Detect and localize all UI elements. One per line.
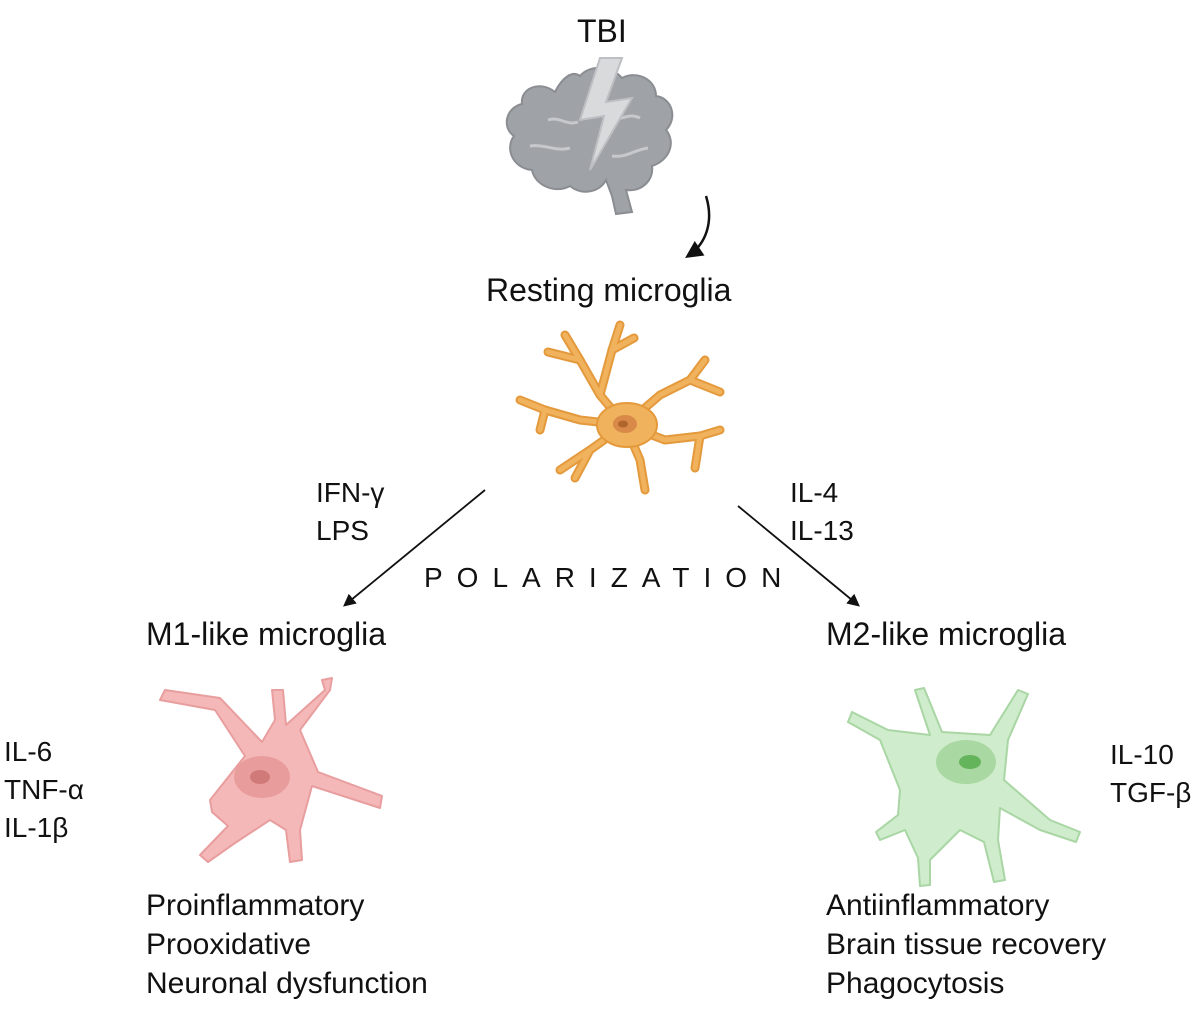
m1-label: M1-like microglia [146, 616, 387, 652]
m2-inducers: IL-4 IL-13 [790, 474, 854, 550]
m1-effect: Neuronal dysfunction [146, 967, 428, 1000]
m1-cytokine: TNF-α [4, 774, 84, 805]
m1-effect: Prooxidative [146, 928, 312, 961]
m2-effect: Antiinflammatory [826, 889, 1050, 922]
m1-effects: Proinflammatory Prooxidative Neuronal dy… [146, 886, 428, 1003]
arrow-to-m2 [737, 505, 860, 607]
trigger-label: TBI [577, 13, 627, 49]
m1-cytokines: IL-6 TNF-α IL-1β [4, 733, 84, 847]
m1-inducers: IFN-γ LPS [316, 474, 384, 550]
m1-microglia-cell-icon [159, 677, 383, 863]
m2-cytokines: IL-10 TGF-β [1110, 736, 1191, 812]
m2-effect: Phagocytosis [826, 967, 1005, 1000]
m1-inducer: IFN-γ [316, 477, 385, 508]
m1-effect: Proinflammatory [146, 889, 365, 922]
m2-cytokine: IL-10 [1110, 739, 1174, 770]
m1-inducer: LPS [316, 515, 369, 546]
brain-lightning-icon [505, 57, 674, 216]
m2-label: M2-like microglia [826, 616, 1067, 652]
m1-cytokine: IL-1β [4, 812, 69, 843]
resting-microglia-label: Resting microglia [486, 272, 732, 308]
m2-inducer: IL-4 [790, 477, 839, 508]
m2-effect: Brain tissue recovery [826, 928, 1107, 961]
resting-microglia-cell-icon [515, 320, 725, 495]
m2-effects: Antiinflammatory Brain tissue recovery P… [826, 886, 1106, 1003]
polarization-label: POLARIZATION [424, 562, 796, 593]
brain-to-resting-arrow [685, 195, 711, 258]
m2-cytokine: TGF-β [1110, 777, 1192, 808]
m1-cytokine: IL-6 [4, 736, 53, 767]
m2-inducer: IL-13 [790, 515, 854, 546]
m2-microglia-cell-icon [847, 687, 1081, 887]
arrow-to-m1 [343, 489, 486, 607]
